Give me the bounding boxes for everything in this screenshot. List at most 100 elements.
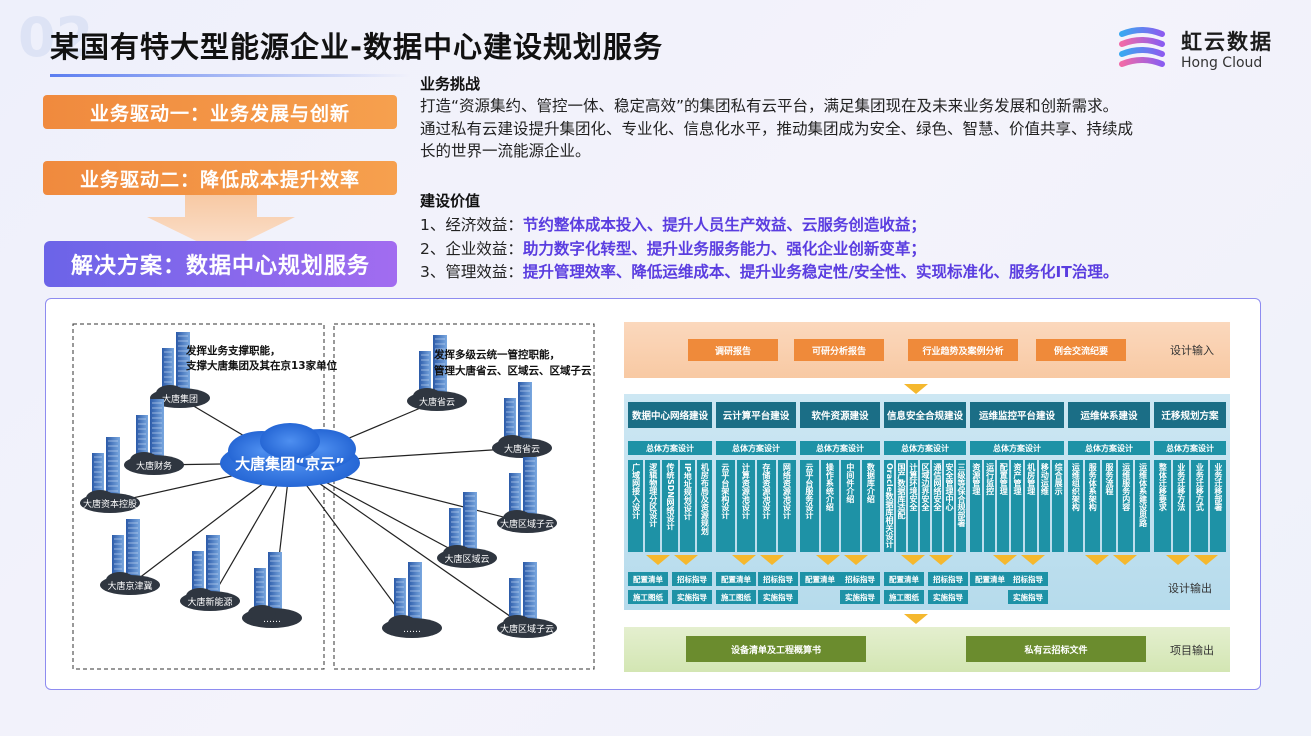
brand-logo: 虹云数据 Hong Cloud (1116, 24, 1276, 80)
design-item: 云平台架构设计 (716, 460, 735, 552)
design-output-item: 招标指导 (840, 572, 880, 586)
design-output-item: 实施指导 (928, 590, 968, 604)
design-item: 业务迁移部署 (1209, 460, 1226, 552)
design-column-title: 软件资源建设 (800, 402, 880, 428)
design-item: 机房布局及资源规划 (696, 460, 712, 552)
design-output-item: 招标指导 (758, 572, 798, 586)
design-item: 传统SDN网络设计 (662, 460, 678, 552)
design-item: 区域边界安全 (920, 460, 930, 552)
design-item: 配置管理 (997, 460, 1010, 552)
center-cloud: 大唐集团“京云” (220, 423, 360, 487)
down-arrow-icon (1166, 555, 1190, 565)
driver-two: 业务驱动二：降低成本提升效率 (43, 161, 397, 195)
overall-design-bar: 总体方案设计 (884, 441, 966, 455)
network-node: 大唐区域子云 (497, 562, 557, 638)
network-node-label: 大唐财务 (136, 460, 172, 472)
down-arrow-icon (904, 614, 928, 624)
page-title: 某国有特大型能源企业-数据中心建设规划服务 (50, 30, 664, 64)
design-item: 机房管理 (1024, 460, 1037, 552)
design-item: 逻辑物理分区设计 (645, 460, 661, 552)
design-item: 运维服务内容 (1118, 460, 1134, 552)
driver-one: 业务驱动一：业务发展与创新 (43, 95, 397, 129)
design-output-item: 实施指导 (672, 590, 712, 604)
design-item: 操作系统介绍 (820, 460, 839, 552)
network-node-label: 大唐资本控股 (83, 498, 137, 510)
network-box-1 (72, 323, 325, 670)
overall-design-bar: 总体方案设计 (800, 441, 880, 455)
down-arrow-icon (816, 555, 840, 565)
design-output-item: 招标指导 (1008, 572, 1048, 586)
value-item: 3、管理效益：提升管理效率、降低运维成本、提升业务稳定性/安全性、实现标准化、服… (420, 260, 1118, 282)
overall-design-bar: 总体方案设计 (1154, 441, 1226, 455)
design-output-item: 施工图纸 (716, 590, 756, 604)
overall-design-bar: 总体方案设计 (628, 441, 712, 455)
network-node: 大唐集团 (150, 332, 210, 408)
design-column-title: 数据中心网络建设 (628, 402, 712, 428)
input-item: 可研分析报告 (794, 339, 884, 361)
network-node-label: 大唐区域子云 (500, 518, 554, 530)
title-underline (50, 74, 410, 77)
network-node: 大唐省云 (492, 382, 552, 458)
logo-mark-icon (1119, 27, 1165, 67)
design-output-item: 实施指导 (1008, 590, 1048, 604)
box1-note-line: 支撑大唐集团及其在京13家单位 (185, 359, 338, 372)
network-node-label: 大唐区域云 (444, 553, 489, 565)
design-item: Oracle数据库相关设计 (884, 460, 894, 552)
design-output-item: 配置清单 (970, 572, 1010, 586)
design-item: 三级等保合规部署 (956, 460, 966, 552)
down-arrow-icon (1113, 555, 1137, 565)
network-node: 大唐新能源 (180, 535, 240, 611)
design-column-title: 迁移规划方案 (1154, 402, 1226, 428)
design-output-item: 实施指导 (840, 590, 880, 604)
value-text: 提升管理效率、降低运维成本、提升业务稳定性/安全性、实现标准化、服务化IT治理。 (522, 263, 1119, 281)
design-item: 服务体系架构 (1084, 460, 1100, 552)
network-node-label: …… (263, 615, 281, 625)
center-cloud-label: 大唐集团“京云” (235, 455, 345, 473)
down-arrow-icon (674, 555, 698, 565)
design-output-item: 实施指导 (758, 590, 798, 604)
down-arrow-icon (993, 555, 1017, 565)
network-node: 大唐区域子云 (497, 457, 557, 533)
design-item: 移动运维 (1038, 460, 1051, 552)
design-item: 计算环境安全 (908, 460, 918, 552)
overall-design-bar: 总体方案设计 (970, 441, 1064, 455)
input-item: 行业趋势及案例分析 (908, 339, 1018, 361)
design-flow-diagram: 调研报告可研分析报告行业趋势及案例分析例会交流纪要设计输入数据中心网络建设总体方… (622, 322, 1232, 672)
design-item: 业务迁移方法 (1172, 460, 1189, 552)
network-node-label: 大唐区域子云 (500, 623, 554, 635)
design-output-item: 施工图纸 (628, 590, 668, 604)
design-output-item: 招标指导 (928, 572, 968, 586)
network-node: 大唐资本控股 (80, 437, 140, 513)
down-arrow-icon (1085, 555, 1109, 565)
overall-design-bar: 总体方案设计 (1068, 441, 1150, 455)
network-node: 大唐财务 (124, 399, 184, 475)
input-item: 例会交流纪要 (1036, 339, 1126, 361)
design-item: 广域网接入设计 (628, 460, 644, 552)
design-output-item: 配置清单 (628, 572, 668, 586)
design-item: 资产管理 (1011, 460, 1023, 552)
design-item: 数据库介绍 (861, 460, 880, 552)
design-column-title: 云计算平台建设 (716, 402, 796, 428)
down-arrow-icon (929, 555, 953, 565)
box1-note-line: 发挥业务支撑职能， (185, 344, 281, 357)
value-item: 1、经济效益：节约整体成本投入、提升人员生产效益、云服务创造收益； (420, 213, 926, 235)
project-output-item: 私有云招标文件 (966, 636, 1146, 662)
down-arrow-icon (1194, 555, 1218, 565)
value-label: 3、管理效益： (420, 263, 523, 281)
challenge-line: 通过私有云建设提升集团化、专业化、信息化水平，推动集团成为安全、绿色、智慧、价值… (420, 119, 1134, 138)
design-column-title: 运维监控平台建设 (970, 402, 1064, 428)
design-item: 安全管理中心 (944, 460, 954, 552)
design-item: 网络资源池设计 (777, 460, 796, 552)
input-item: 调研报告 (688, 339, 778, 361)
down-arrow-icon (646, 555, 670, 565)
network-node-label: 大唐集团 (162, 393, 198, 405)
overall-design-bar: 总体方案设计 (716, 441, 796, 455)
design-item: 运维组织架构 (1068, 460, 1083, 552)
design-item: 中间件介绍 (841, 460, 860, 552)
design-item: 资源管理 (970, 460, 982, 552)
network-node-label: …… (403, 625, 421, 635)
down-arrow-icon (844, 555, 868, 565)
logo-name-cn: 虹云数据 (1181, 30, 1273, 54)
down-arrow-icon (901, 555, 925, 565)
design-item: 存储资源池设计 (757, 460, 776, 552)
